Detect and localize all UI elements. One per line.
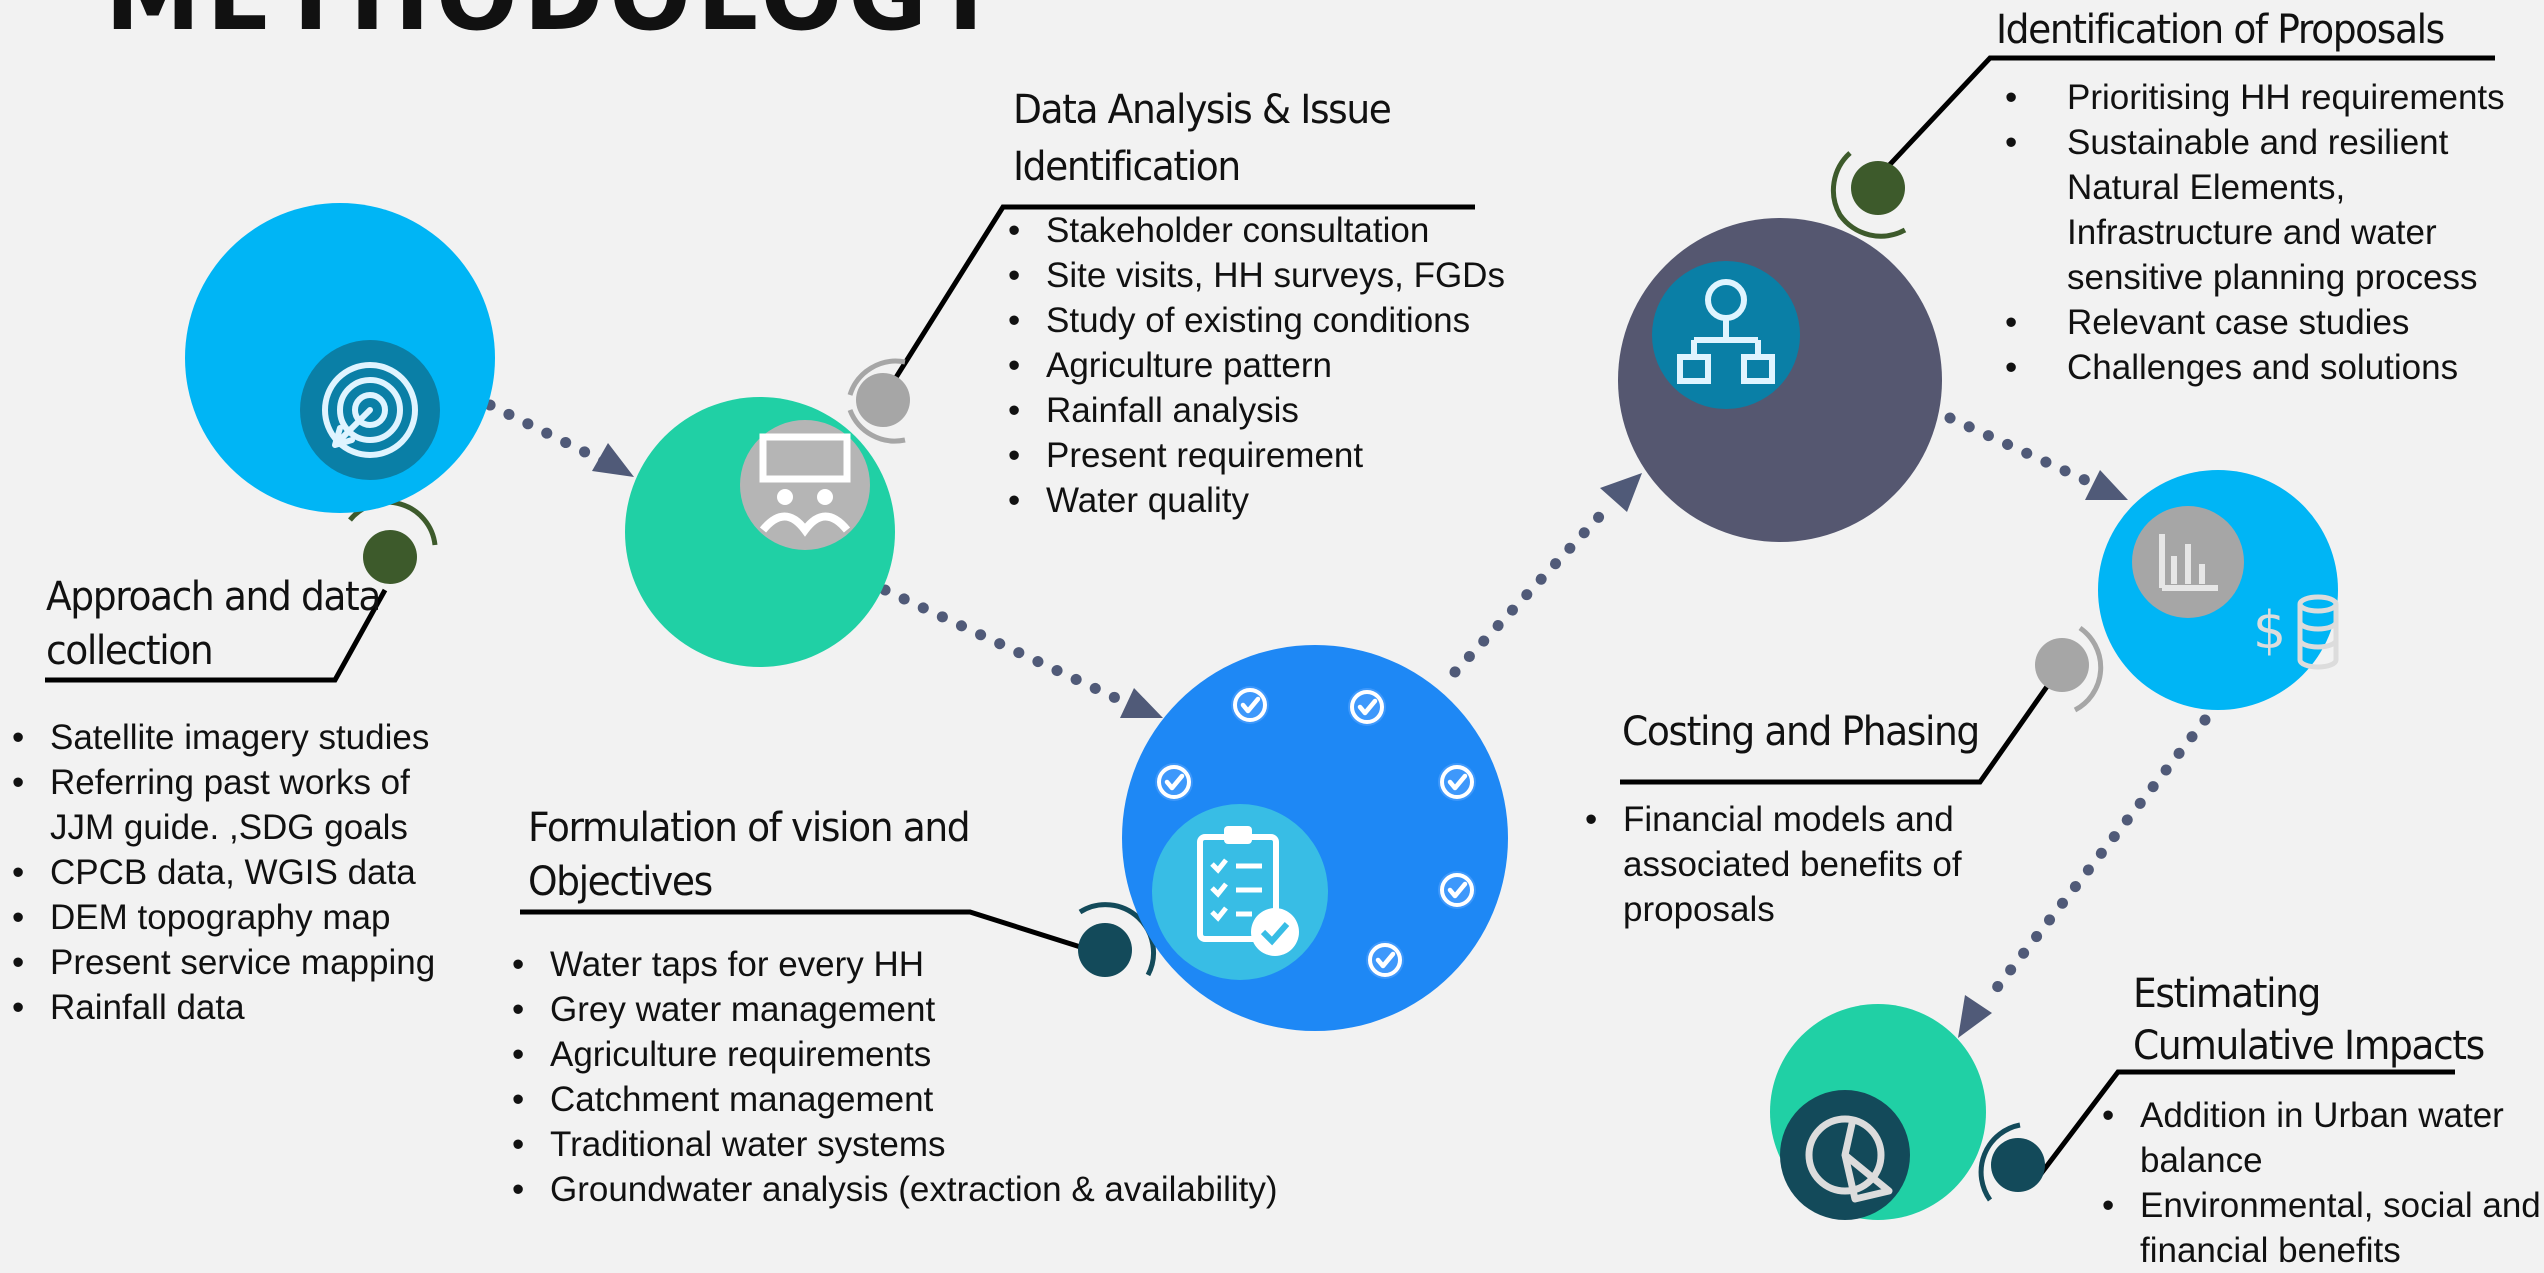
list-item: Water taps for every HH bbox=[512, 942, 1332, 987]
check-icon bbox=[1366, 941, 1404, 979]
list-item: Site visits, HH surveys, FGDs bbox=[1008, 253, 1628, 298]
list-item: Catchment management bbox=[512, 1077, 1332, 1122]
list-item: Groundwater analysis (extraction & avail… bbox=[512, 1167, 1332, 1212]
arrow-identification-to-costing bbox=[1944, 412, 2091, 486]
bar-chart-icon bbox=[2132, 506, 2244, 618]
list-item: Addition in Urban water balance bbox=[2102, 1093, 2542, 1183]
check-icon bbox=[1155, 763, 1193, 801]
survey-people-icon bbox=[740, 420, 870, 550]
target-arrow-icon bbox=[300, 340, 440, 480]
list-item: Environmental, social and financial bene… bbox=[2102, 1183, 2542, 1273]
page-title: METHODOLOGY bbox=[105, 0, 1006, 44]
list-item: Stakeholder consultation bbox=[1008, 208, 1628, 253]
dollar-coins-icon: $ bbox=[2253, 594, 2339, 670]
list-item: Prioritising HH requirements bbox=[2005, 75, 2544, 120]
list-item: Present requirement bbox=[1008, 433, 1628, 478]
anchor-dot-impacts bbox=[1991, 1138, 2045, 1192]
list-item: Satellite imagery studies bbox=[12, 715, 482, 760]
anchor-dots bbox=[348, 151, 2104, 1202]
arrowhead bbox=[1958, 995, 1992, 1038]
leader-approach bbox=[45, 588, 388, 683]
list-item: Traditional water systems bbox=[512, 1122, 1332, 1167]
analysis-heading: Data Analysis & Issue Identification bbox=[1013, 87, 1392, 190]
leader-impacts bbox=[2038, 1069, 2455, 1177]
approach-list: Satellite imagery studies Referring past… bbox=[12, 715, 482, 1030]
anchor-dot-identification bbox=[1851, 161, 1905, 215]
leader-costing bbox=[1620, 666, 2063, 785]
step-analysis-circle bbox=[625, 397, 895, 667]
costing-list: Financial models and associated benefits… bbox=[1585, 797, 2005, 932]
identification-list: Prioritising HH requirements Sustainable… bbox=[2005, 75, 2544, 390]
anchor-dot-approach bbox=[363, 530, 417, 584]
step-formulation-circle bbox=[1122, 645, 1508, 1031]
org-chart-icon bbox=[1652, 261, 1800, 409]
impacts-list: Addition in Urban water balance Environm… bbox=[2102, 1093, 2542, 1273]
list-item: Grey water management bbox=[512, 987, 1332, 1032]
anchor-dot-costing bbox=[2035, 638, 2089, 692]
arrowhead bbox=[2085, 470, 2128, 500]
list-item: DEM topography map bbox=[12, 895, 482, 940]
identification-heading: Identification of Proposals bbox=[1996, 7, 2445, 53]
arrow-analysis-to-formulation bbox=[879, 584, 1126, 706]
list-item: Agriculture pattern bbox=[1008, 343, 1628, 388]
check-icon bbox=[1438, 871, 1476, 909]
leader-lines bbox=[45, 55, 2495, 1177]
list-item: CPCB data, WGIS data bbox=[12, 850, 482, 895]
step-impacts-circle bbox=[1770, 1004, 1986, 1220]
impacts-heading: Estimating Cumulative Impacts bbox=[2133, 971, 2485, 1069]
list-item: Financial models and associated benefits… bbox=[1585, 797, 2005, 932]
costing-heading: Costing and Phasing bbox=[1622, 709, 1980, 755]
step-costing-circle: $ bbox=[2098, 470, 2339, 710]
approach-heading: Approach and data collection bbox=[46, 574, 381, 674]
leader-formulation bbox=[520, 909, 1091, 953]
list-item: Rainfall analysis bbox=[1008, 388, 1628, 433]
arrowhead bbox=[1120, 688, 1163, 718]
list-item: Water quality bbox=[1008, 478, 1628, 523]
arrow-approach-to-analysis bbox=[484, 399, 611, 468]
check-icon bbox=[1348, 688, 1386, 726]
leader-analysis bbox=[887, 204, 1475, 389]
arrow-costing-to-impacts bbox=[1989, 714, 2211, 996]
formulation-heading: Formulation of vision and Objectives bbox=[528, 805, 971, 905]
step-approach-circle bbox=[185, 203, 495, 513]
list-item: Agriculture requirements bbox=[512, 1032, 1332, 1077]
list-item: Present service mapping bbox=[12, 940, 482, 985]
analysis-list: Stakeholder consultation Site visits, HH… bbox=[1008, 208, 1628, 523]
formulation-list: Water taps for every HH Grey water manag… bbox=[512, 942, 1332, 1212]
check-icon bbox=[1231, 686, 1269, 724]
list-item: Sustainable and resilient Natural Elemen… bbox=[2005, 120, 2544, 300]
list-item: Referring past works of JJM guide. ,SDG … bbox=[12, 760, 482, 850]
list-item: Rainfall data bbox=[12, 985, 482, 1030]
anchor-dot-analysis bbox=[856, 373, 910, 427]
pie-chart-icon bbox=[1780, 1090, 1910, 1220]
arrow-formulation-to-identification bbox=[1449, 499, 1616, 678]
check-icon bbox=[1438, 763, 1476, 801]
list-item: Challenges and solutions bbox=[2005, 345, 2544, 390]
svg-text:$: $ bbox=[2253, 601, 2286, 661]
step-identification-circle bbox=[1618, 218, 1942, 542]
arrowhead bbox=[592, 443, 634, 477]
list-item: Study of existing conditions bbox=[1008, 298, 1628, 343]
list-item: Relevant case studies bbox=[2005, 300, 2544, 345]
leader-identification bbox=[1878, 55, 2495, 177]
